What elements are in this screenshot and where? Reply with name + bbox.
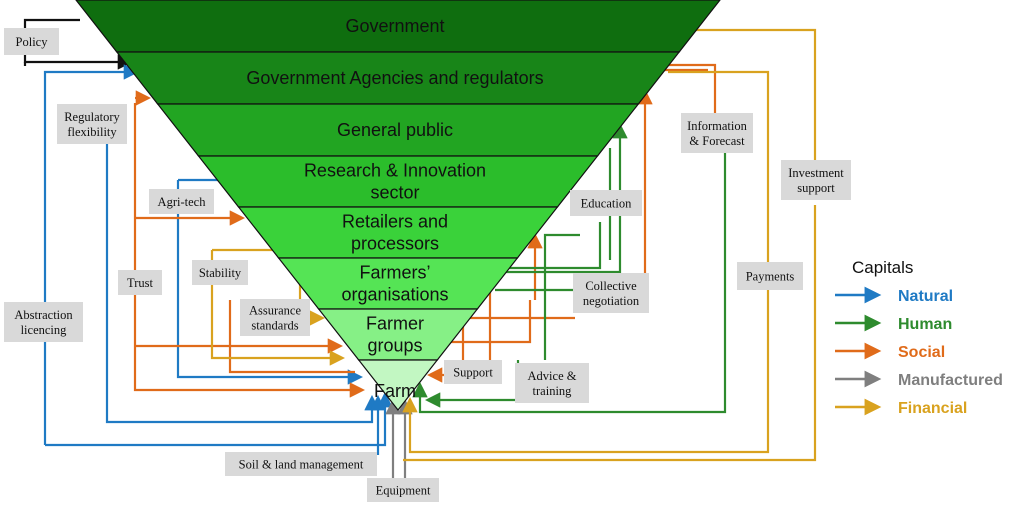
label-box-support [444,360,502,384]
label-information: Information& Forecast [681,113,753,153]
human-information-flow [412,150,727,414]
natural-abstraction-flow [45,391,393,447]
label-text-stability: Stability [199,266,242,280]
level-label-farm: Farm [374,381,416,401]
label-advice: Advice &training [515,363,589,403]
level-label-research-innovation: sector [370,183,419,203]
label-text-soil: Soil & land management [239,458,364,472]
label-text-advice: training [533,384,573,398]
level-label-farmers: Farmers’ [360,263,431,283]
social-farmers-org-flow [420,300,532,344]
label-box-policy [4,28,59,55]
label-box-stability [192,260,248,285]
label-text-education: Education [581,197,632,211]
label-policy: Policy [4,28,59,55]
level-label-research-innovation: Research & Innovation [304,161,486,181]
label-text-regulatory: Regulatory [64,110,120,124]
label-box-investment [781,160,851,200]
label-box-education [570,190,642,216]
label-text-information: Information [687,119,747,133]
label-support: Support [444,360,502,384]
label-soil: Soil & land management [225,452,377,476]
financial-investment-flow [403,205,817,462]
label-text-investment: support [797,181,835,195]
label-text-advice: Advice & [528,369,577,383]
label-text-regulatory: flexibility [67,125,117,139]
label-text-investment: Investment [788,166,844,180]
financial-payments-flow [402,70,770,454]
human-education-flow [485,122,628,274]
flow-labels: PolicyRegulatoryflexibilityAgri-techTrus… [4,28,851,502]
label-box-assurance [240,299,310,336]
label-text-agritech: Agri-tech [158,195,207,209]
social-collective-flow [461,316,575,360]
label-equipment: Equipment [367,478,439,502]
natural-agritech-flow [176,180,364,385]
label-text-policy: Policy [16,35,49,49]
label-trust: Trust [118,270,162,295]
human-collective-flow [543,233,580,360]
label-box-soil [225,452,377,476]
label-text-abstraction: Abstraction [14,308,73,322]
level-label-farmer: Farmer [366,314,424,334]
label-text-equipment: Equipment [376,484,431,498]
label-box-regulatory [57,104,127,144]
level-label-farmer: groups [367,336,422,356]
legend-item-financial: Financial [898,400,967,417]
level-label-retailers-and: Retailers and [342,212,448,232]
label-box-abstraction [4,302,83,342]
level-label-government-agencies-and-regulators: Government Agencies and regulators [246,68,543,88]
label-text-support: Support [453,366,493,380]
label-box-trust [118,270,162,295]
label-text-abstraction: licencing [21,323,68,337]
level-label-retailers-and: processors [351,234,439,254]
label-payments: Payments [737,262,803,290]
label-text-trust: Trust [127,276,153,290]
level-label-government: Government [345,16,444,36]
level-label-general-public: General public [337,120,453,140]
label-box-equipment [367,478,439,502]
label-text-assurance: Assurance [249,304,302,318]
label-box-collective [573,273,649,313]
capitals-legend: CapitalsNaturalHumanSocialManufacturedFi… [835,258,1003,417]
financial-assurance-flow [210,250,346,366]
level-label-farmers: organisations [341,285,448,305]
legend-item-social: Social [898,344,945,361]
label-text-assurance: standards [251,319,298,333]
label-agritech: Agri-tech [149,189,214,214]
social-agencies-return-flow [668,63,717,120]
social-regulatory-flow [133,103,366,398]
label-text-information: & Forecast [689,134,745,148]
legend-item-natural: Natural [898,288,953,305]
pyramid-level-8 [357,359,439,411]
label-stability: Stability [192,260,248,285]
human-farmers-org-flow [495,222,602,270]
label-text-collective: negotiation [583,294,640,308]
legend-item-manufactured: Manufactured [898,372,1003,389]
label-box-advice [515,363,589,403]
label-box-agritech [149,189,214,214]
label-box-payments [737,262,803,290]
label-text-collective: Collective [585,279,637,293]
label-text-payments: Payments [746,270,795,284]
label-box-information [681,113,753,153]
legend-item-human: Human [898,316,952,333]
label-education: Education [570,190,642,216]
legend-title: Capitals [852,258,913,277]
social-assurance-flow [228,300,355,374]
financial-government-flow [690,28,817,160]
